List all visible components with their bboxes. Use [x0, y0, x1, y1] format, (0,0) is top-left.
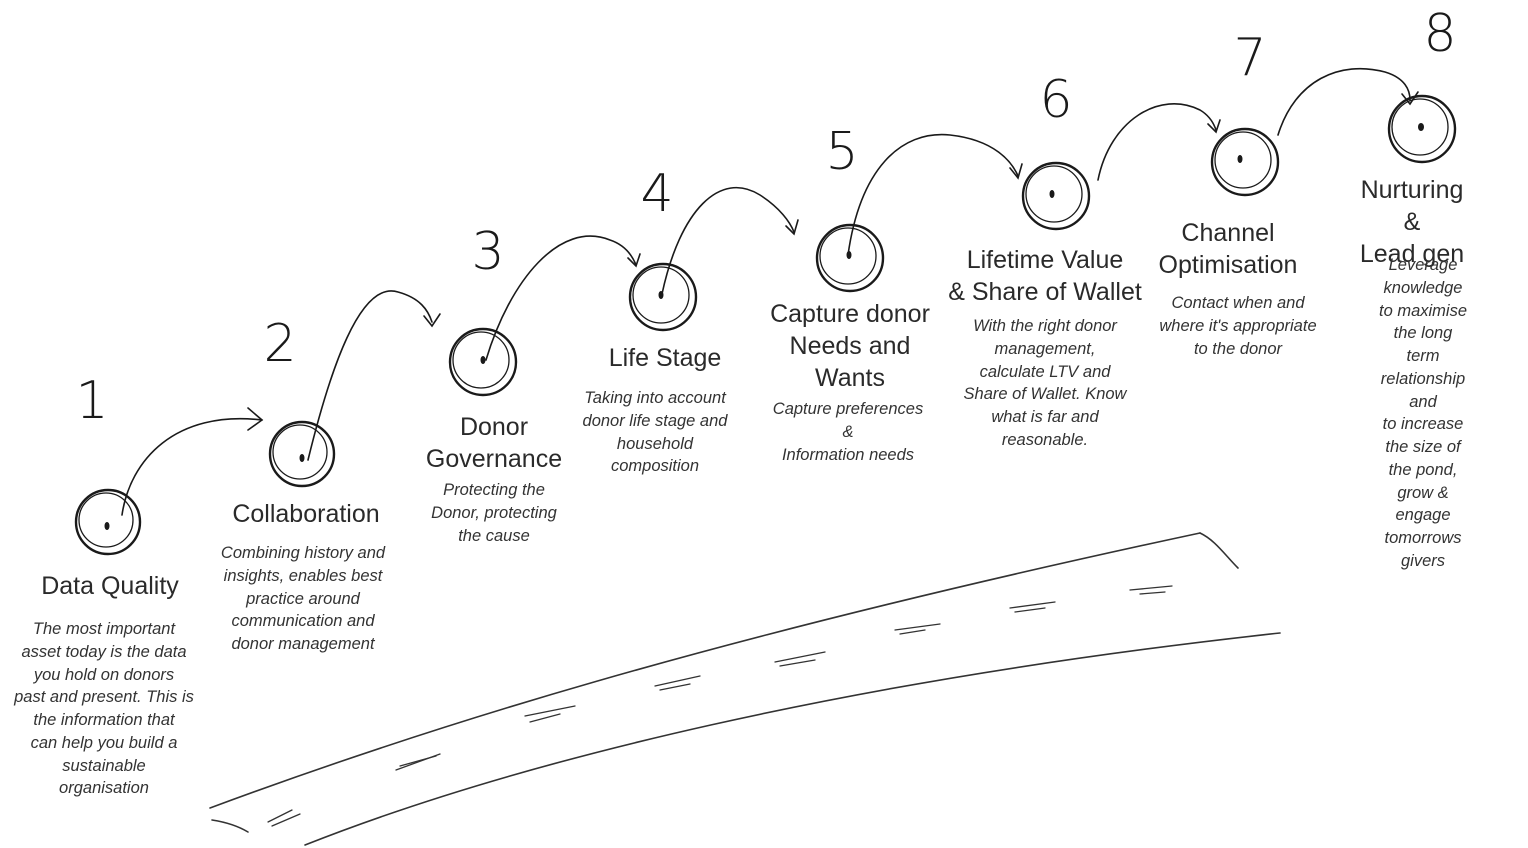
step-6-marker: [1021, 161, 1091, 231]
step-3-description: Protecting the Donor, protecting the cau…: [431, 481, 557, 545]
step-3-number: 3: [471, 222, 505, 282]
step-6-description: With the right donor management, calcula…: [963, 317, 1127, 449]
step-1-description: The most important asset today is the da…: [14, 620, 194, 798]
arrowhead-4-5: [785, 219, 799, 236]
step-8-number: 8: [1423, 4, 1457, 64]
connector-7-8: [1277, 67, 1411, 136]
step-8-marker: [1387, 94, 1457, 164]
arrowhead-2-3: [423, 313, 441, 328]
step-3-marker: [448, 327, 518, 397]
step-6-number: 6: [1039, 70, 1073, 130]
step-1-marker: [74, 488, 142, 556]
step-7-title: Channel Optimisation: [1158, 219, 1298, 279]
road-sketch: [209, 532, 1281, 846]
arrowhead-3-4: [627, 253, 641, 268]
step-2-marker: [268, 420, 336, 488]
step-markers: [74, 94, 1457, 556]
arrowhead-5-6: [1009, 163, 1023, 180]
step-4-title: Life Stage: [608, 344, 722, 372]
road-lower-edge: [304, 632, 1281, 846]
connector-4-5: [661, 186, 795, 295]
step-3-title: Donor Governance: [425, 413, 563, 473]
step-5-number: 5: [825, 122, 859, 182]
step-8-title: Nurturing & Lead gen: [1359, 176, 1465, 268]
step-1-title: Data Quality: [41, 572, 179, 600]
road-start-tick: [211, 819, 249, 833]
step-5-marker: [815, 223, 885, 293]
step-1-number: 1: [75, 371, 109, 431]
step-5-description: Capture preferences & Information needs: [772, 400, 924, 464]
connector-6-7: [1097, 103, 1217, 181]
step-7-description: Contact when and where it's appropriate …: [1159, 294, 1317, 358]
road-upper-edge: [209, 532, 1201, 809]
step-4-marker: [628, 262, 698, 332]
step-4-number: 4: [640, 164, 674, 224]
road-upper-edge-end: [1199, 532, 1239, 569]
road-center-dashes: [267, 585, 1173, 827]
step-2-description: Combining history and insights, enables …: [220, 544, 386, 654]
step-7-number: 7: [1233, 28, 1267, 88]
arrowhead-6-7: [1207, 119, 1221, 134]
step-4-description: Taking into account donor life stage and…: [582, 389, 728, 476]
connector-5-6: [847, 133, 1019, 256]
step-7-marker: [1210, 127, 1280, 197]
step-2-number: 2: [263, 314, 297, 374]
step-8-description: Leverage knowledge to maximise the long …: [1378, 256, 1468, 570]
connector-2-3: [307, 290, 433, 461]
arrowhead-1-2: [247, 407, 264, 431]
step-2-title: Collaboration: [232, 500, 380, 528]
step-6-title: Lifetime Value & Share of Wallet: [948, 246, 1142, 306]
step-5-title: Capture donor Needs and Wants: [770, 300, 930, 392]
connector-3-4: [485, 235, 637, 361]
